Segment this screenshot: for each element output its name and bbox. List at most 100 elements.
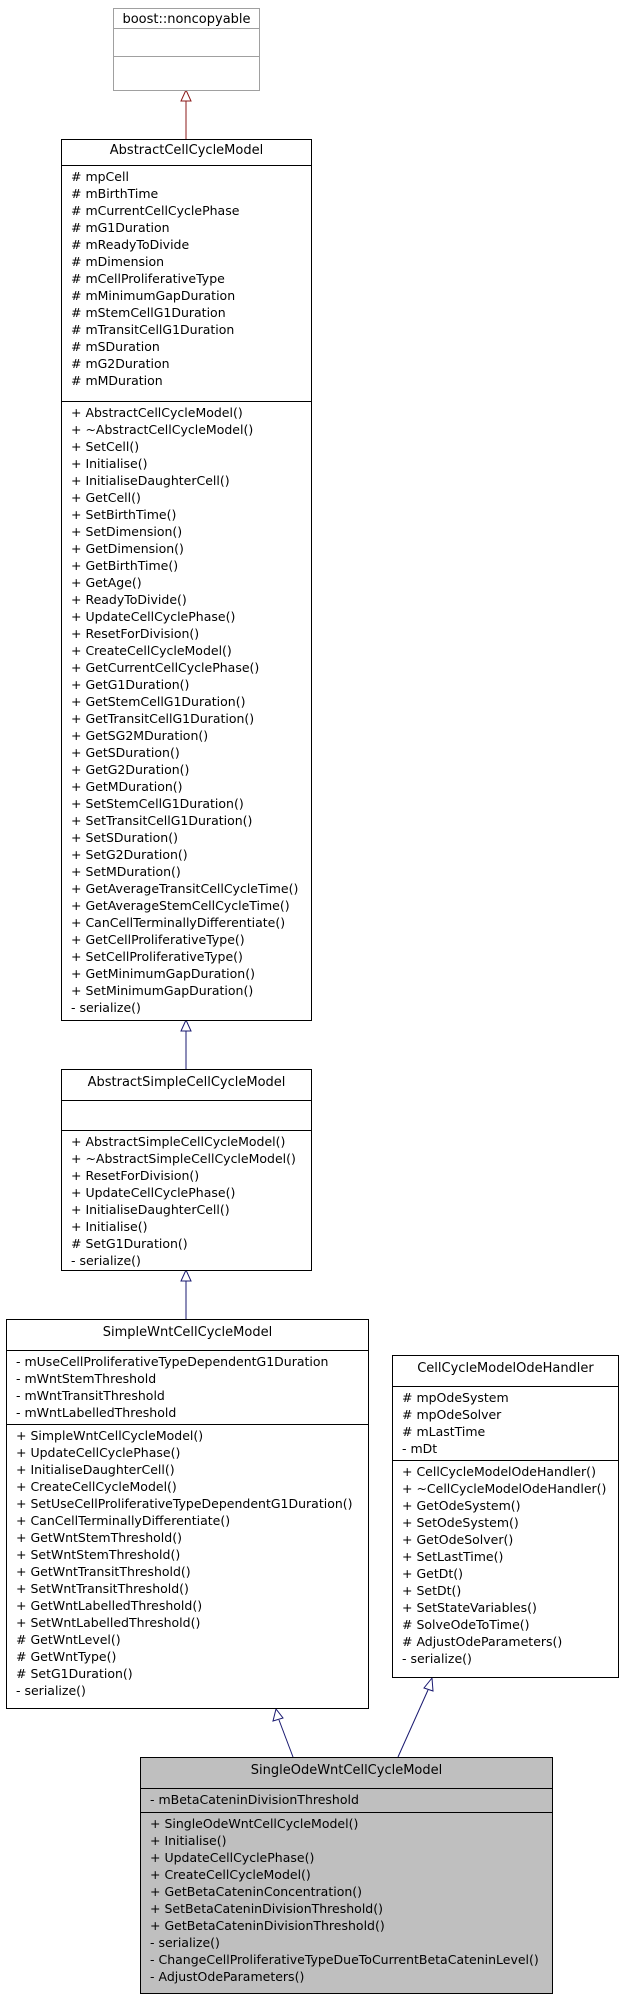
method-row[interactable]: + GetWntTransitThreshold() <box>16 1564 191 1579</box>
method-row[interactable]: + GetCurrentCellCyclePhase() <box>71 660 260 675</box>
method-row[interactable]: + GetAverageStemCellCycleTime() <box>71 898 290 913</box>
method-row[interactable]: + SimpleWntCellCycleModel() <box>16 1428 204 1443</box>
method-row[interactable]: + Initialise() <box>150 1833 227 1848</box>
attribute-row[interactable]: # mSDuration <box>71 339 160 354</box>
method-row[interactable]: + UpdateCellCyclePhase() <box>71 609 236 624</box>
method-row[interactable]: - serialize() <box>71 1253 141 1268</box>
method-row[interactable]: + AbstractSimpleCellCycleModel() <box>71 1134 286 1149</box>
method-row[interactable]: + SetDt() <box>402 1583 462 1598</box>
method-row[interactable]: + GetWntStemThreshold() <box>16 1530 182 1545</box>
method-row[interactable]: + CellCycleModelOdeHandler() <box>402 1464 596 1479</box>
method-row[interactable]: + GetG2Duration() <box>71 762 190 777</box>
method-row[interactable]: + SetUseCellProliferativeTypeDependentG1… <box>16 1496 353 1511</box>
attribute-row[interactable]: - mDt <box>402 1441 438 1456</box>
method-row[interactable]: + SingleOdeWntCellCycleModel() <box>150 1816 359 1831</box>
method-row[interactable]: + GetWntLabelledThreshold() <box>16 1598 203 1613</box>
method-row[interactable]: + ReadyToDivide() <box>71 592 187 607</box>
attribute-row[interactable]: # mG2Duration <box>71 356 170 371</box>
method-row[interactable]: + SetTransitCellG1Duration() <box>71 813 253 828</box>
method-row[interactable]: + GetG1Duration() <box>71 677 190 692</box>
method-row[interactable]: + SetStemCellG1Duration() <box>71 796 244 811</box>
method-row[interactable]: + AbstractCellCycleModel() <box>71 405 243 420</box>
method-row[interactable]: + SetWntTransitThreshold() <box>16 1581 189 1596</box>
attribute-row[interactable]: - mUseCellProliferativeTypeDependentG1Du… <box>16 1354 329 1369</box>
method-row[interactable]: - ChangeCellProliferativeTypeDueToCurren… <box>150 1952 539 1967</box>
attribute-row[interactable]: # mStemCellG1Duration <box>71 305 226 320</box>
attribute-row[interactable]: # mDimension <box>71 254 165 269</box>
method-row[interactable]: - serialize() <box>16 1683 86 1698</box>
method-row[interactable]: + InitialiseDaughterCell() <box>71 473 230 488</box>
method-row[interactable]: + SetDimension() <box>71 524 183 539</box>
method-row[interactable]: # SolveOdeToTime() <box>402 1617 530 1632</box>
method-row[interactable]: - serialize() <box>71 1000 141 1015</box>
method-row[interactable]: + ~AbstractSimpleCellCycleModel() <box>71 1151 296 1166</box>
method-row[interactable]: + InitialiseDaughterCell() <box>71 1202 230 1217</box>
attribute-row[interactable]: - mWntLabelledThreshold <box>16 1405 177 1420</box>
method-row[interactable]: # SetG1Duration() <box>71 1236 188 1251</box>
method-row[interactable]: + SetBetaCateninDivisionThreshold() <box>150 1901 383 1916</box>
method-row[interactable]: + GetSG2MDuration() <box>71 728 209 743</box>
method-row[interactable]: # AdjustOdeParameters() <box>402 1634 563 1649</box>
method-row[interactable]: + SetWntStemThreshold() <box>16 1547 181 1562</box>
attribute-row[interactable]: # mCellProliferativeType <box>71 271 225 286</box>
method-row[interactable]: + GetBetaCateninConcentration() <box>150 1884 363 1899</box>
method-row[interactable]: + CanCellTerminallyDifferentiate() <box>16 1513 231 1528</box>
method-row[interactable]: + ~CellCycleModelOdeHandler() <box>402 1481 607 1496</box>
method-row[interactable]: # SetG1Duration() <box>16 1666 133 1681</box>
method-row[interactable]: + GetAge() <box>71 575 142 590</box>
method-row[interactable]: + SetLastTime() <box>402 1549 504 1564</box>
method-row[interactable]: + SetMDuration() <box>71 864 181 879</box>
method-row[interactable]: + SetCellProliferativeType() <box>71 949 243 964</box>
class-abstract-simple-cell-cycle-model[interactable]: AbstractSimpleCellCycleModel + AbstractS… <box>61 1069 312 1271</box>
method-row[interactable]: + GetMinimumGapDuration() <box>71 966 255 981</box>
method-row[interactable]: - serialize() <box>150 1935 220 1950</box>
attribute-row[interactable]: # mBirthTime <box>71 186 159 201</box>
method-row[interactable]: + GetBetaCateninDivisionThreshold() <box>150 1918 385 1933</box>
method-row[interactable]: + SetBirthTime() <box>71 507 177 522</box>
method-row[interactable]: + SetWntLabelledThreshold() <box>16 1615 201 1630</box>
class-cell-cycle-model-ode-handler[interactable]: CellCycleModelOdeHandler # mpOdeSystem# … <box>392 1355 619 1678</box>
method-row[interactable]: + CreateCellCycleModel() <box>16 1479 177 1494</box>
attribute-row[interactable]: # mCurrentCellCyclePhase <box>71 203 240 218</box>
class-abstract-cell-cycle-model[interactable]: AbstractCellCycleModel # mpCell# mBirthT… <box>61 139 312 1021</box>
class-single-ode-wnt-cell-cycle-model[interactable]: SingleOdeWntCellCycleModel - mBetaCateni… <box>140 1757 553 1994</box>
method-row[interactable]: - AdjustOdeParameters() <box>150 1969 305 1984</box>
method-row[interactable]: + GetMDuration() <box>71 779 183 794</box>
method-row[interactable]: + GetDt() <box>402 1566 464 1581</box>
method-row[interactable]: + GetBirthTime() <box>71 558 179 573</box>
attribute-row[interactable]: # mMinimumGapDuration <box>71 288 236 303</box>
method-row[interactable]: + ResetForDivision() <box>71 626 200 641</box>
method-row[interactable]: + CreateCellCycleModel() <box>150 1867 311 1882</box>
method-row[interactable]: + GetAverageTransitCellCycleTime() <box>71 881 299 896</box>
method-row[interactable]: + GetOdeSolver() <box>402 1532 514 1547</box>
method-row[interactable]: + SetStateVariables() <box>402 1600 537 1615</box>
method-row[interactable]: # GetWntType() <box>16 1649 117 1664</box>
method-row[interactable]: + InitialiseDaughterCell() <box>16 1462 175 1477</box>
method-row[interactable]: + GetTransitCellG1Duration() <box>71 711 255 726</box>
attribute-row[interactable]: # mReadyToDivide <box>71 237 190 252</box>
method-row[interactable]: + GetCellProliferativeType() <box>71 932 245 947</box>
method-row[interactable]: + SetG2Duration() <box>71 847 188 862</box>
method-row[interactable]: # GetWntLevel() <box>16 1632 121 1647</box>
method-row[interactable]: + GetSDuration() <box>71 745 180 760</box>
method-row[interactable]: + GetStemCellG1Duration() <box>71 694 246 709</box>
method-row[interactable]: + UpdateCellCyclePhase() <box>16 1445 181 1460</box>
method-row[interactable]: + GetDimension() <box>71 541 184 556</box>
attribute-row[interactable]: - mWntStemThreshold <box>16 1371 157 1386</box>
method-row[interactable]: + Initialise() <box>71 456 148 471</box>
method-row[interactable]: + CanCellTerminallyDifferentiate() <box>71 915 286 930</box>
attribute-row[interactable]: # mTransitCellG1Duration <box>71 322 235 337</box>
attribute-row[interactable]: # mLastTime <box>402 1424 486 1439</box>
method-row[interactable]: + ~AbstractCellCycleModel() <box>71 422 254 437</box>
method-row[interactable]: + ResetForDivision() <box>71 1168 200 1183</box>
class-simple-wnt-cell-cycle-model[interactable]: SimpleWntCellCycleModel - mUseCellProlif… <box>6 1319 369 1709</box>
attribute-row[interactable]: # mpOdeSolver <box>402 1407 502 1422</box>
method-row[interactable]: - serialize() <box>402 1651 472 1666</box>
method-row[interactable]: + UpdateCellCyclePhase() <box>71 1185 236 1200</box>
method-row[interactable]: + SetSDuration() <box>71 830 178 845</box>
class-noncopyable[interactable]: boost::noncopyable <box>113 8 260 91</box>
method-row[interactable]: + CreateCellCycleModel() <box>71 643 232 658</box>
attribute-row[interactable]: - mWntTransitThreshold <box>16 1388 165 1403</box>
method-row[interactable]: + SetMinimumGapDuration() <box>71 983 254 998</box>
attribute-row[interactable]: # mpCell <box>71 169 129 184</box>
